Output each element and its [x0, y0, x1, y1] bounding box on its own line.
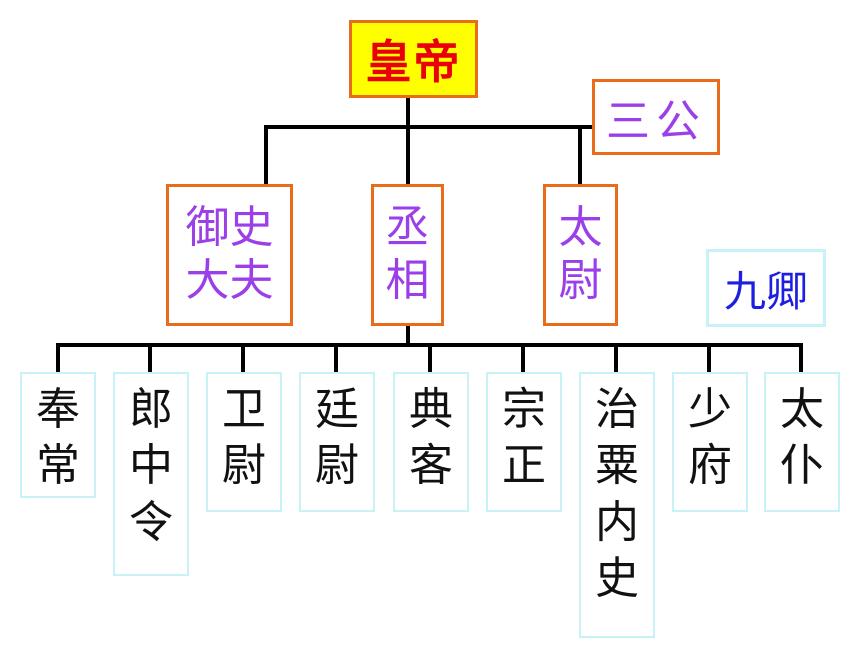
emperor-node: 皇帝 [349, 20, 478, 98]
minister-label: 卫 尉 [222, 384, 266, 492]
qing-drop-line [521, 343, 525, 372]
minister-node-langzhongling: 郎 中 令 [113, 372, 189, 576]
nine-ministers-label: 九卿 [723, 266, 808, 316]
minister-label: 奉 常 [36, 384, 80, 492]
minister-node-shaofu: 少 府 [672, 372, 748, 512]
three-excellencies-label-box: 三公 [592, 79, 720, 155]
chengxiang-stem-line [406, 326, 410, 346]
qing-drop-line [241, 343, 245, 372]
minister-node-dianke: 典 客 [393, 372, 469, 512]
minister-node-weiwei: 卫 尉 [206, 372, 282, 512]
qing-drop-line [707, 343, 711, 372]
minister-node-tingwei: 廷 尉 [299, 372, 375, 512]
excellency-label: 太 尉 [558, 202, 603, 306]
qing-drop-line [614, 343, 618, 372]
minister-label: 典 客 [409, 384, 453, 492]
minister-label: 太 仆 [780, 384, 824, 492]
excellency-node-yushi-dafu: 御史 大夫 [166, 184, 293, 326]
excellency-label: 丞 相 [385, 202, 430, 306]
nine-ministers-label-box: 九卿 [706, 249, 826, 327]
minister-label: 少 府 [688, 384, 732, 492]
minister-label: 廷 尉 [315, 384, 359, 492]
qing-drop-line [428, 343, 432, 372]
three-excellencies-label: 三公 [606, 96, 706, 147]
minister-node-zongzheng: 宗 正 [486, 372, 562, 512]
minister-node-taipu: 太 仆 [764, 372, 840, 512]
qing-drop-line [148, 343, 152, 372]
minister-label: 治 粟 内 史 [595, 384, 639, 604]
yushi-drop-line [264, 125, 268, 184]
emperor-stem-line [406, 98, 410, 184]
minister-node-zhisuneishi: 治 粟 内 史 [579, 372, 655, 638]
emperor-label: 皇帝 [365, 35, 462, 89]
qing-drop-line [799, 343, 803, 372]
qing-drop-line [56, 343, 60, 372]
minister-node-fengchang: 奉 常 [20, 372, 96, 498]
minister-label: 郎 中 令 [129, 384, 173, 548]
excellency-label: 御史 大夫 [185, 202, 274, 306]
qing-drop-line [334, 343, 338, 372]
excellency-node-chengxiang: 丞 相 [371, 184, 444, 326]
excellency-node-taiwei: 太 尉 [543, 184, 618, 326]
sangong-bar-line [264, 125, 594, 129]
taiwei-drop-line [578, 125, 582, 184]
minister-label: 宗 正 [502, 384, 546, 492]
